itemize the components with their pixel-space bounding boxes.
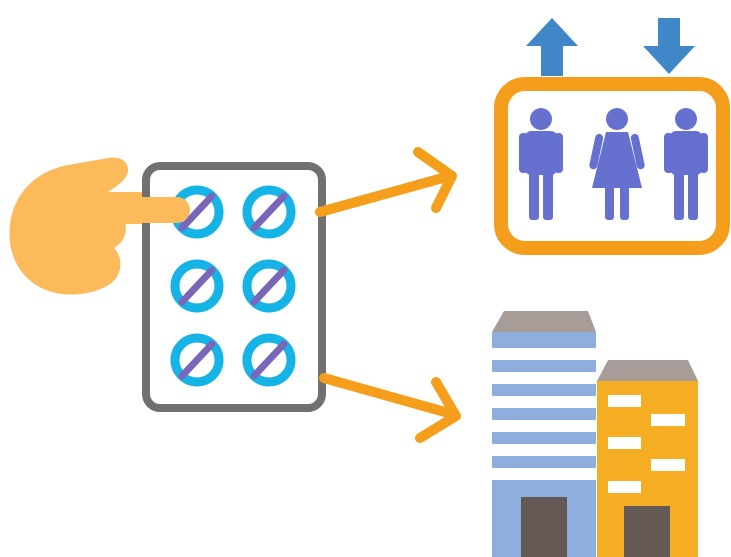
door: [521, 497, 567, 557]
man-icon: [519, 108, 563, 220]
up-arrow-icon: [526, 18, 578, 76]
panel-button: [170, 259, 224, 313]
hand-fingertip: [70, 197, 190, 223]
building-stripes: [492, 348, 596, 480]
button-panel-icon: [142, 162, 326, 412]
panel-button: [242, 333, 296, 387]
short-building: [597, 360, 698, 557]
panel-button: [242, 259, 296, 313]
down-arrow-icon: [643, 18, 695, 74]
arrow-to-elevator-icon: [315, 147, 457, 217]
elevator-icon: [494, 18, 730, 255]
panel-button: [242, 185, 296, 239]
hand-palm: [9, 157, 197, 295]
man-icon: [664, 108, 708, 220]
buildings-icon: [492, 311, 698, 557]
tall-building: [492, 311, 596, 557]
arrow-to-buildings-icon: [319, 373, 461, 443]
woman-icon: [589, 108, 645, 220]
panel-button: [170, 333, 224, 387]
door: [624, 506, 670, 557]
building-windows: [608, 395, 685, 493]
